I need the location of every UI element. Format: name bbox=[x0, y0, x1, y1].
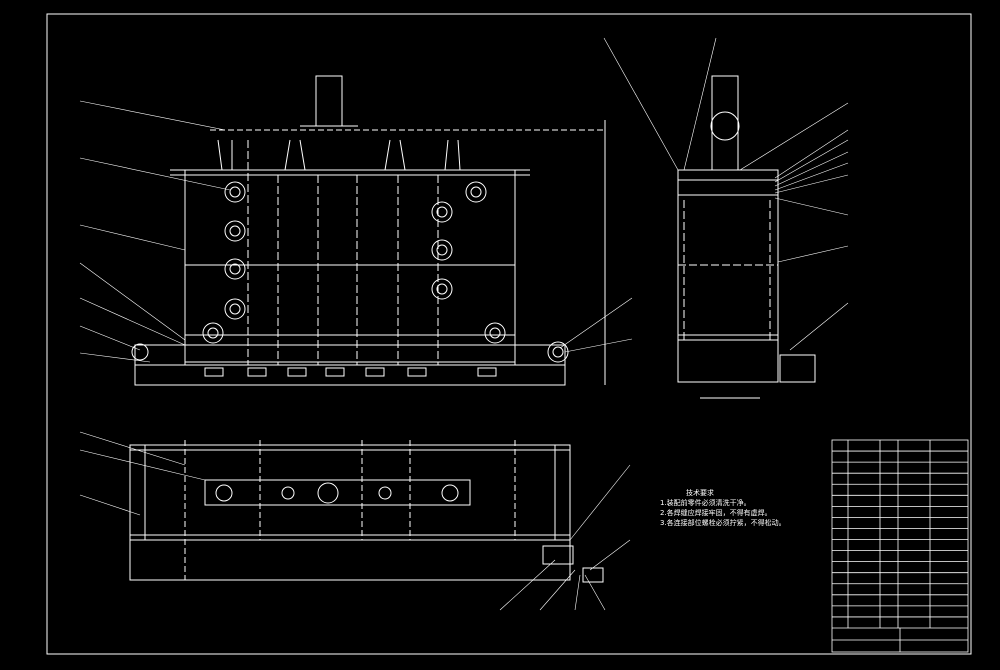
tech-requirements: 技术要求 1.装配前零件必须清洗干净。 2.各焊缝应焊接牢固，不得有虚焊。 3.… bbox=[660, 488, 786, 528]
front-view-leader-lines bbox=[79, 100, 633, 363]
plan-view bbox=[79, 431, 631, 611]
front-view bbox=[79, 75, 633, 386]
plan-view-leader-lines bbox=[79, 431, 631, 611]
front-view-base-slots bbox=[204, 367, 497, 377]
tech-requirements-item: 1.装配前零件必须清洗干净。 bbox=[660, 499, 751, 507]
tech-requirements-item: 2.各焊缝应焊接牢固，不得有虚焊。 bbox=[660, 509, 772, 517]
side-view-inlet bbox=[711, 75, 739, 171]
plan-view-drive-unit bbox=[542, 545, 574, 565]
front-view-bearing-wheels bbox=[131, 181, 569, 363]
side-view-drive-motor bbox=[779, 354, 816, 383]
plan-view-housing bbox=[129, 444, 571, 541]
side-view-leader-lines bbox=[603, 37, 849, 351]
tech-requirements-title: 技术要求 bbox=[686, 489, 714, 497]
front-view-inlet-pipe bbox=[315, 75, 343, 127]
tech-requirements-item: 3.各连接部位螺栓必须拧紧，不得松动。 bbox=[660, 519, 786, 527]
drawing-border bbox=[46, 13, 972, 655]
plan-view-shaft-holes bbox=[215, 482, 459, 504]
side-view-housing bbox=[677, 169, 779, 383]
plan-view-shaft bbox=[204, 479, 471, 506]
front-view-housing bbox=[184, 169, 516, 366]
title-block bbox=[831, 439, 969, 653]
front-view-partitions bbox=[247, 140, 439, 365]
side-view bbox=[603, 37, 849, 399]
